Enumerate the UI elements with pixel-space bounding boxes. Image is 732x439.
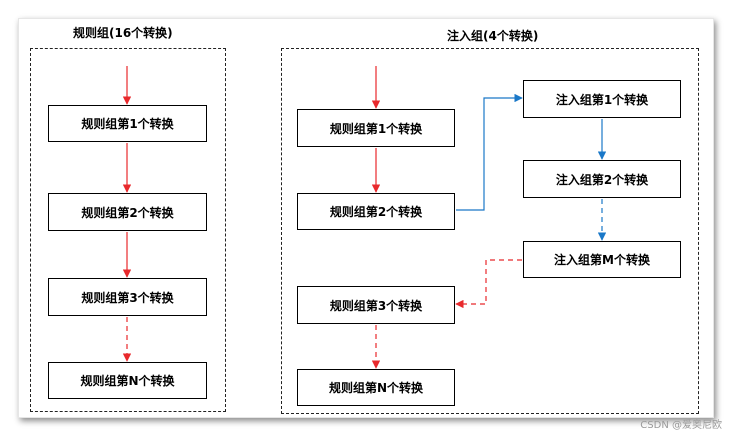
right-group-box [281,48,699,414]
right-group-title: 注入组(4个转换) [447,29,539,43]
right-rule-node-3: 规则组第3个转换 [297,286,455,324]
left-rule-node-3: 规则组第3个转换 [48,278,207,316]
left-rule-node-n: 规则组第N个转换 [48,362,207,399]
watermark: CSDN @爱奥尼欧 [640,420,722,431]
right-rule-node-1: 规则组第1个转换 [297,109,455,147]
left-rule-node-2: 规则组第2个转换 [48,193,207,231]
arrow-injectm-to-rule3 [455,259,522,309]
left-group-title: 规则组(16个转换) [73,26,173,40]
left-rule-node-1: 规则组第1个转换 [48,105,207,142]
right-rule-node-2: 规则组第2个转换 [297,193,455,230]
inject-node-2: 注入组第2个转换 [523,160,681,198]
left-group-box [30,48,226,412]
right-rule-node-n: 规则组第N个转换 [297,369,455,406]
inject-node-1: 注入组第1个转换 [523,80,681,118]
arrow-rule2-to-inject1 [456,93,523,211]
inject-node-m: 注入组第M个转换 [523,241,681,278]
